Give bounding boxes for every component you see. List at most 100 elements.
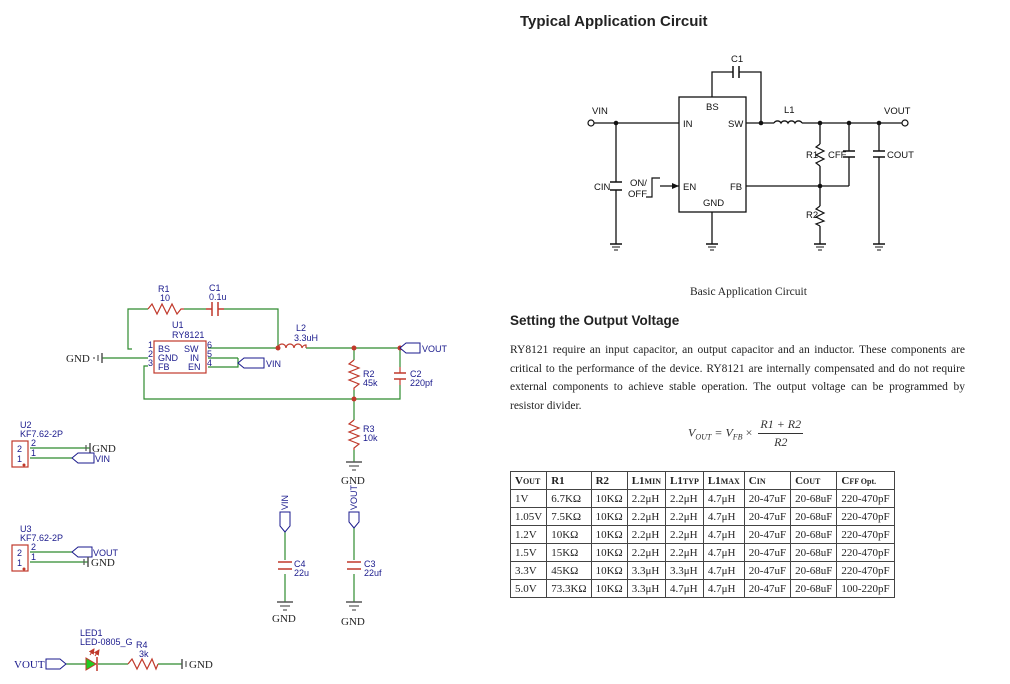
table-cell: 10KΩ: [590, 579, 628, 598]
typ-r1-label: R1: [806, 150, 818, 161]
u1-pin-gnd: GND: [158, 353, 179, 363]
wires: [30, 308, 401, 665]
gnd-label-u1: GND: [66, 353, 90, 365]
table-cell: 220-470pF: [836, 525, 895, 544]
l2-ref: L2: [296, 323, 306, 333]
table-header-8: CFF Opt.: [836, 471, 895, 490]
typical-application-diagram: C1 L1 VIN VOUT CIN R1 CFF COUT R2 BS IN …: [587, 54, 914, 251]
led-part: LED-0805_G: [80, 637, 133, 647]
formula-denominator: R2: [774, 435, 788, 449]
vin-net-flag-c4: VIN: [279, 495, 291, 533]
u2-ref: U2: [20, 420, 32, 430]
table-cell: 220-470pF: [836, 489, 895, 508]
u2-part: KF7.62-2P: [20, 429, 63, 439]
table-cell: 20-68uF: [790, 543, 838, 562]
table-cell: 100-220pF: [836, 579, 895, 598]
formula-vout: V: [688, 425, 696, 440]
u2-pin2-outer: 2: [31, 438, 36, 448]
r3-value: 10k: [363, 433, 378, 443]
r1-ref: R1: [158, 284, 170, 294]
vin-net-label-u2: VIN: [95, 454, 110, 464]
formula-vout-sub: OUT: [695, 432, 712, 442]
junctions: [275, 345, 403, 402]
u1-pin2-num: 2: [148, 349, 153, 359]
table-cell: 3.3μH: [626, 561, 667, 580]
c1-value: 0.1u: [209, 292, 227, 302]
c2-value: 220pf: [410, 378, 433, 388]
c3-value: 22uf: [364, 568, 382, 578]
table-header-7: COUT: [790, 471, 838, 490]
led-ref: LED1: [80, 628, 103, 638]
c2-capacitor: [394, 367, 406, 385]
table-cell: 20-68uF: [790, 489, 838, 508]
u3-ref: U3: [20, 524, 32, 534]
u1-pin6-num: 6: [207, 340, 212, 350]
u1-ic-body: [153, 340, 207, 374]
c3-capacitor: [347, 561, 361, 570]
r3-ref: R3: [363, 424, 375, 434]
table-cell: 3.3V: [509, 561, 548, 580]
main-regulator-circuit: R1 10 C1 0.1u U1 RY8121 1 2 3 6 5 4 BS G…: [11, 283, 448, 671]
gnd-label-u3: GND: [91, 557, 115, 569]
u1-pin3-num: 3: [148, 358, 153, 368]
r1-resistor: [147, 302, 184, 316]
table-cell: 1.2V: [509, 525, 548, 544]
table-header-6: CIN: [743, 471, 792, 490]
table-cell: 20-68uF: [790, 525, 838, 544]
table-cell: 3.3μH: [626, 579, 667, 598]
table-cell: 4.7μH: [702, 507, 745, 526]
setting-output-paragraph: RY8121 require an input capacitor, an ou…: [510, 344, 965, 412]
u3-pin1-outer: 1: [31, 552, 36, 562]
gnd-symbol-c3: [346, 601, 362, 611]
u3-connector-body: [11, 544, 29, 572]
typ-cff-label: CFF: [828, 150, 847, 161]
u1-part: RY8121: [172, 330, 204, 340]
table-cell: 20-47uF: [743, 489, 792, 508]
vout-net-label-c3: VOUT: [349, 484, 359, 510]
l2-inductor: [277, 343, 307, 349]
r1-value: 10: [160, 293, 170, 303]
r4-ref: R4: [136, 640, 148, 650]
table-cell: 20-47uF: [743, 507, 792, 526]
u2-pin1-outer: 1: [31, 448, 36, 458]
u1-pin-en: EN: [188, 362, 201, 372]
gnd-label-r3: GND: [341, 475, 365, 487]
u1-pin-sw: SW: [184, 344, 199, 354]
vout-net-flag-u3: VOUT: [71, 546, 119, 558]
table-cell: 15KΩ: [546, 543, 592, 562]
circuit-caption: Basic Application Circuit: [690, 286, 807, 298]
u3-pin1-inner: 1: [17, 558, 22, 568]
table-cell: 20-47uF: [743, 579, 792, 598]
formula-numerator: R1 + R2: [758, 417, 804, 434]
vin-net-label: VIN: [266, 359, 281, 369]
table-cell: 220-470pF: [836, 543, 895, 562]
gnd-label-c4: GND: [272, 613, 296, 625]
u3-part: KF7.62-2P: [20, 533, 63, 543]
table-cell: 2.2μH: [665, 525, 704, 544]
c2-ref: C2: [410, 369, 422, 379]
table-cell: 7.5KΩ: [546, 507, 592, 526]
table-cell: 20-47uF: [743, 561, 792, 580]
c4-value: 22u: [294, 568, 309, 578]
table-cell: 10KΩ: [590, 543, 628, 562]
gnd-symbol-c4: [277, 601, 293, 611]
table-cell: 4.7μH: [702, 543, 745, 562]
formula-vfb-sub: FB: [732, 432, 743, 442]
c4-ref: C4: [294, 559, 306, 569]
table-cell: 20-68uF: [790, 579, 838, 598]
table-header-2: R2: [590, 471, 628, 490]
table-cell: 20-68uF: [790, 507, 838, 526]
typ-l1-label: L1: [784, 105, 795, 116]
typ-vin-label: VIN: [592, 106, 608, 117]
typ-r2-label: R2: [806, 210, 818, 221]
u3-pin2-outer: 2: [31, 542, 36, 552]
gnd-symbol-u2: GND: [85, 443, 116, 455]
table-cell: 10KΩ: [590, 561, 628, 580]
